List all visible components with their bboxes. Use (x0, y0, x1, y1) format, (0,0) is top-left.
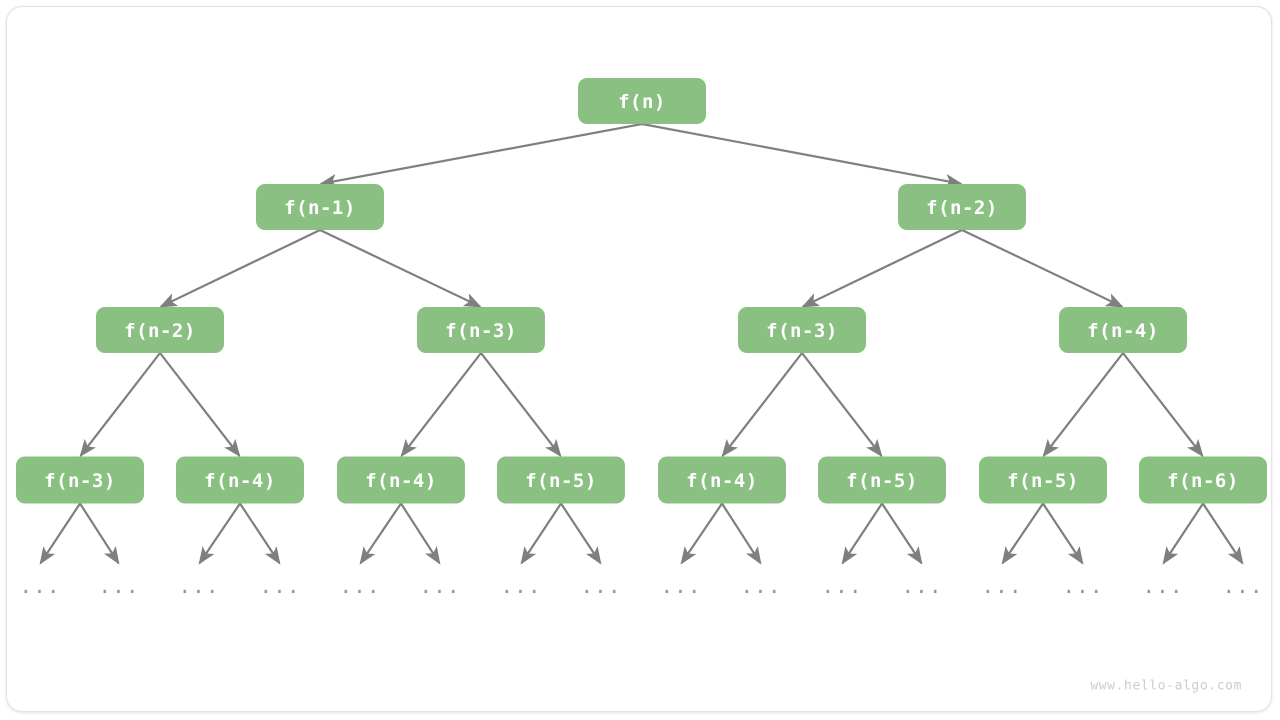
tree-node-box (1139, 456, 1267, 504)
edges-layer (79, 122, 1204, 458)
ellipsis-marker: ... (581, 574, 622, 598)
ellipsis-edge (239, 502, 281, 565)
tree-node[interactable]: f(n-3) (738, 307, 866, 353)
tree-node-box (1059, 307, 1187, 353)
tree-node-box (337, 456, 465, 504)
tree-edge (319, 122, 643, 188)
tree-node[interactable]: f(n) (578, 78, 706, 124)
tree-node-box (658, 456, 786, 504)
tree-edge (480, 352, 562, 458)
tree-node-label: f(n-2) (124, 320, 196, 342)
tree-node-label: f(n-3) (44, 470, 116, 492)
ellipsis-edge (39, 502, 81, 565)
ellipsis-marker: ... (340, 574, 381, 598)
tree-edge (1122, 352, 1204, 458)
ellipsis-marker: ... (1223, 574, 1264, 598)
tree-node-label: f(n-4) (686, 470, 758, 492)
ellipsis-marker: ... (20, 574, 61, 598)
ellipsis-edge (1162, 502, 1204, 565)
tree-node-label: f(n-3) (445, 320, 517, 342)
tree-node-label: f(n-4) (1087, 320, 1159, 342)
ellipsis-layer: ........................................… (20, 574, 1264, 598)
tree-node[interactable]: f(n-6) (1139, 456, 1267, 504)
nodes-layer: f(n) f(n-1) f(n-2) f(n-2) f(n-3) f(n-3) f(n-4)… (16, 78, 1267, 504)
ellipsis-edge (1001, 502, 1044, 565)
tree-node-label: f(n-3) (766, 320, 838, 342)
ellipsis-edge (841, 502, 883, 565)
ellipsis-edge (400, 502, 441, 565)
ellipsis-edge (520, 502, 562, 565)
tree-node-box (96, 307, 224, 353)
tree-node[interactable]: f(n-2) (96, 307, 224, 353)
tree-node-label: f(n-2) (926, 197, 998, 219)
ellipsis-edge (359, 502, 402, 565)
tree-node[interactable]: f(n-5) (979, 456, 1107, 504)
ellipsis-marker: ... (982, 574, 1023, 598)
tree-node-label: f(n) (618, 91, 666, 113)
tree-node[interactable]: f(n-4) (658, 456, 786, 504)
tree-node-label: f(n-5) (1007, 470, 1079, 492)
tree-edge (400, 352, 482, 458)
ellipsis-marker: ... (260, 574, 301, 598)
tree-node-box (497, 456, 625, 504)
tree-node-box (16, 456, 144, 504)
tree-node[interactable]: f(n-1) (256, 184, 384, 230)
watermark: www.hello-algo.com (1090, 679, 1242, 694)
ellipsis-edge (881, 502, 923, 565)
ellipsis-marker: ... (902, 574, 943, 598)
ellipsis-edge (198, 502, 241, 565)
ellipsis-edge (721, 502, 762, 565)
ellipsis-edge (560, 502, 602, 565)
tree-edge (801, 229, 963, 308)
tree-node[interactable]: f(n-3) (16, 456, 144, 504)
tree-edge (641, 122, 963, 188)
tree-edge (319, 229, 482, 308)
tree-node-box (176, 456, 304, 504)
tree-node[interactable]: f(n-4) (1059, 307, 1187, 353)
ellipsis-marker: ... (661, 574, 702, 598)
tree-node[interactable]: f(n-2) (898, 184, 1026, 230)
tree-edge (1042, 352, 1124, 458)
tree-node-label: f(n-6) (1167, 470, 1239, 492)
tree-node-box (578, 78, 706, 124)
ellipsis-marker: ... (420, 574, 461, 598)
tree-edge (159, 229, 321, 308)
ellipsis-marker: ... (179, 574, 220, 598)
ellipsis-marker: ... (1143, 574, 1184, 598)
tree-node-box (979, 456, 1107, 504)
tree-node-label: f(n-4) (365, 470, 437, 492)
ellipsis-marker: ... (741, 574, 782, 598)
tree-node-box (738, 307, 866, 353)
tree-node-label: f(n-1) (284, 197, 356, 219)
tree-node[interactable]: f(n-4) (337, 456, 465, 504)
ellipsis-marker: ... (822, 574, 863, 598)
ellipsis-edges-layer (39, 502, 1244, 565)
tree-edge (721, 352, 803, 458)
tree-node-box (417, 307, 545, 353)
tree-edge (961, 229, 1124, 308)
tree-node[interactable]: f(n-4) (176, 456, 304, 504)
ellipsis-edge (1042, 502, 1084, 565)
tree-edge (79, 352, 161, 458)
ellipsis-edge (79, 502, 120, 565)
tree-node[interactable]: f(n-5) (818, 456, 946, 504)
tree-node-label: f(n-4) (204, 470, 276, 492)
tree-node-label: f(n-5) (525, 470, 597, 492)
tree-node[interactable]: f(n-3) (417, 307, 545, 353)
ellipsis-edge (1202, 502, 1244, 565)
tree-node-box (898, 184, 1026, 230)
tree-edge (159, 352, 241, 458)
tree-node-box (256, 184, 384, 230)
tree-node-box (818, 456, 946, 504)
tree-node[interactable]: f(n-5) (497, 456, 625, 504)
ellipsis-edge (680, 502, 723, 565)
tree-edge (801, 352, 883, 458)
ellipsis-marker: ... (1063, 574, 1104, 598)
ellipsis-marker: ... (501, 574, 542, 598)
ellipsis-marker: ... (99, 574, 140, 598)
tree-node-label: f(n-5) (846, 470, 918, 492)
